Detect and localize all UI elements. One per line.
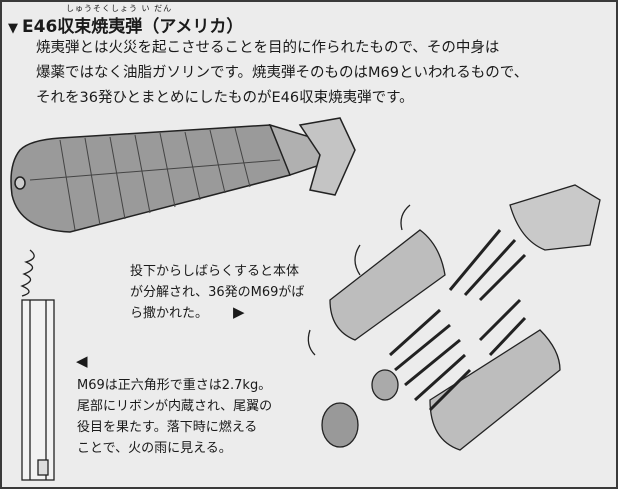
exploded-parts [307, 184, 601, 451]
caption-line: ことで、火の雨に見える。 [77, 441, 232, 456]
dispersal-caption: 投下からしばらくすると本体 が分解され、36発のM69がば ら撒かれた。 [130, 261, 304, 324]
m69-caption: M69は正六角形で重さは2.7kg。 尾部にリボンが内蔵され、尾翼の 役目を果た… [77, 375, 272, 459]
title-ruby: しゅうそくしょう い だん [66, 4, 173, 13]
arrow-right-icon: ▶ [233, 303, 245, 321]
intro-paragraph: 焼夷弾とは火災を起こさせることを目的に作られたもので、その中身は 爆薬ではなく油… [36, 36, 528, 111]
caption-line: M69は正六角形で重さは2.7kg。 [77, 378, 272, 393]
intro-line: それを36発ひとまとめにしたものがE46収束焼夷弾です。 [36, 90, 414, 106]
triangle-down-icon: ▼ [8, 21, 18, 36]
caption-line: 投下からしばらくすると本体 [130, 264, 300, 279]
caption-line: ら撒かれた。 [130, 306, 209, 321]
section-title: ▼ E46収束焼夷弾（アメリカ） [8, 12, 243, 37]
caption-line: 尾部にリボンが内蔵され、尾翼の [77, 399, 273, 414]
e46-cluster-bomb [10, 117, 356, 233]
caption-line: が分解され、36発のM69がば [130, 285, 305, 300]
title-text: E46収束焼夷弾（アメリカ） [22, 17, 244, 37]
intro-line: 爆薬ではなく油脂ガソリンです。焼夷弾そのものはM69といわれるもので、 [36, 65, 529, 81]
m69-bomblet [20, 249, 55, 481]
arrow-left-icon: ◀ [76, 352, 88, 370]
caption-line: 役目を果たす。落下時に燃える [77, 420, 258, 435]
intro-line: 焼夷弾とは火災を起こさせることを目的に作られたもので、その中身は [36, 40, 500, 56]
